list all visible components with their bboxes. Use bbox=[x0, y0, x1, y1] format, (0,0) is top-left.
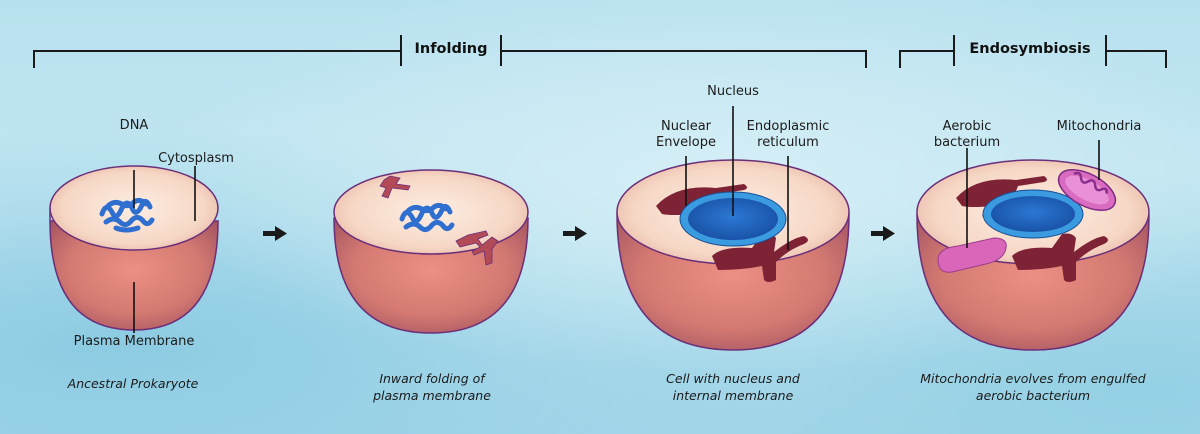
prokaryote-cell bbox=[49, 165, 219, 333]
endosymbiosis-bracket bbox=[899, 35, 1167, 68]
endosymbiosis-cell bbox=[916, 140, 1150, 351]
label-dna: DNA bbox=[119, 118, 149, 133]
dna-coil bbox=[399, 202, 455, 233]
caption-nucleated-cell: Cell with nucleus and internal membrane bbox=[666, 370, 800, 404]
label-aerobic-bacterium-line2: bacterium bbox=[933, 135, 1001, 150]
nucleated-cell bbox=[616, 106, 850, 351]
label-mitochondria: Mitochondria bbox=[1056, 119, 1142, 134]
label-nuclear-envelope-line2: Envelope bbox=[656, 135, 716, 150]
caption-endosymbiosis: Mitochondria evolves from engulfed aerob… bbox=[920, 370, 1145, 404]
label-cytoplasm: Cytosplasm bbox=[158, 151, 234, 166]
caption-line: Cell with nucleus and bbox=[666, 371, 800, 386]
right-arrow-icon bbox=[263, 226, 287, 241]
label-aerobic-bacterium-line1: Aerobic bbox=[942, 119, 992, 134]
right-arrow-icon bbox=[563, 226, 587, 241]
phase-label-endosymbiosis: Endosymbiosis bbox=[969, 41, 1091, 57]
label-er-line2: reticulum bbox=[757, 135, 819, 150]
phase-label-infolding: Infolding bbox=[414, 41, 488, 57]
caption-line: Inward folding of bbox=[379, 371, 485, 386]
dna-coil bbox=[99, 197, 155, 233]
membrane-fold bbox=[379, 175, 499, 266]
infolding-bracket bbox=[33, 35, 867, 68]
caption-line: Mitochondria evolves from engulfed bbox=[920, 371, 1146, 386]
caption-ancestral-prokaryote: Ancestral Prokaryote bbox=[68, 375, 199, 392]
caption-line: Ancestral Prokaryote bbox=[67, 376, 199, 391]
label-nucleus: Nucleus bbox=[707, 84, 759, 99]
mitochondrion bbox=[1057, 168, 1117, 212]
label-endoplasmic-reticulum: Endoplasmic reticulum bbox=[747, 119, 830, 151]
label-aerobic-bacterium: Aerobic bacterium bbox=[934, 119, 1000, 151]
label-nuclear-envelope-line1: Nuclear bbox=[660, 119, 712, 134]
caption-line: internal membrane bbox=[672, 388, 794, 403]
label-plasma-membrane: Plasma Membrane bbox=[73, 334, 195, 349]
aerobic-bacterium bbox=[937, 237, 1007, 273]
label-nuclear-envelope: Nuclear Envelope bbox=[656, 119, 716, 151]
right-arrow-icon bbox=[871, 226, 895, 241]
infolding-cell bbox=[333, 169, 529, 334]
caption-line: aerobic bacterium bbox=[975, 388, 1091, 403]
caption-line: plasma membrane bbox=[373, 388, 491, 403]
caption-inward-folding: Inward folding of plasma membrane bbox=[373, 370, 491, 404]
label-er-line1: Endoplasmic bbox=[746, 119, 830, 134]
